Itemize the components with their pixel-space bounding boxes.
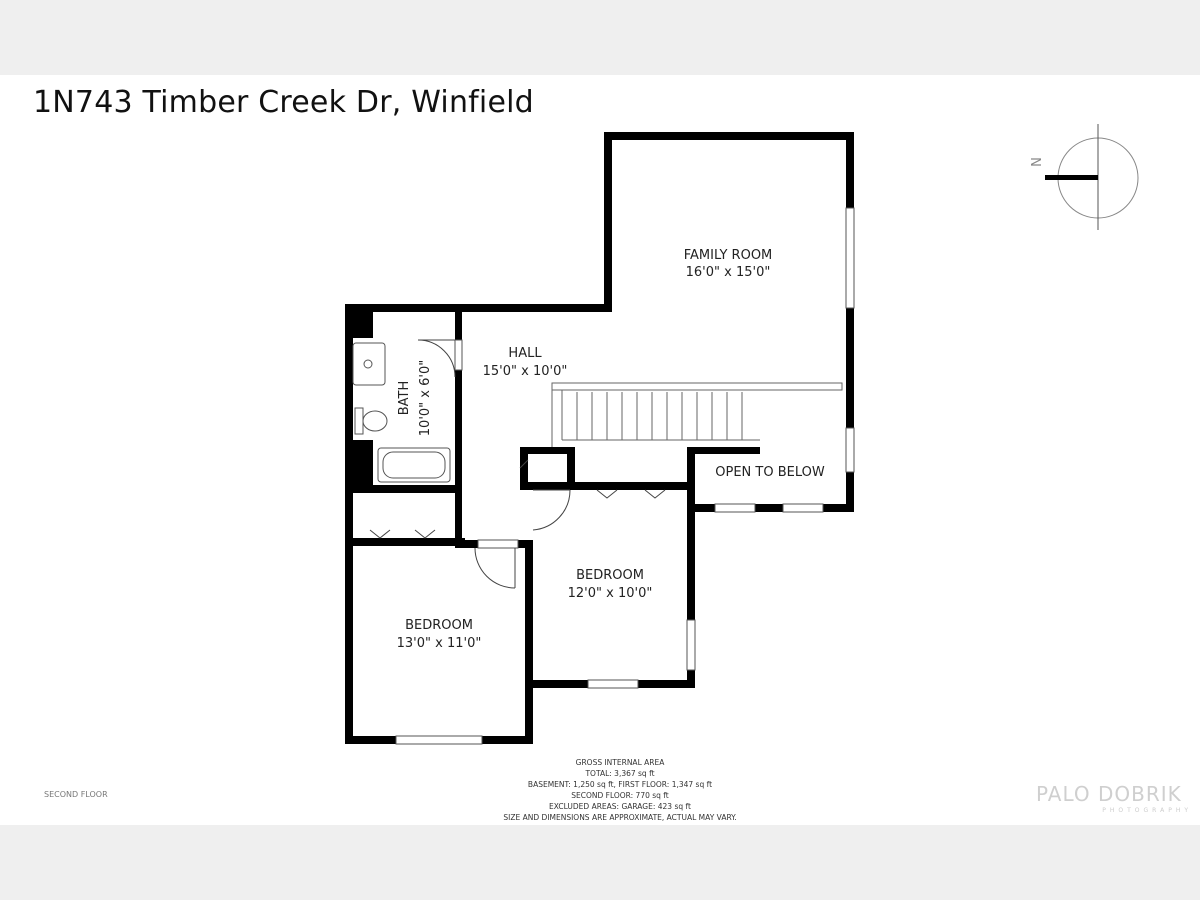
area-total: TOTAL: 3,367 sq ft <box>585 769 655 778</box>
room-size: 13'0" x 11'0" <box>397 636 482 651</box>
floorplan-sheet <box>0 75 1200 825</box>
room-name: BEDROOM <box>405 618 473 633</box>
walls <box>345 132 854 744</box>
bath-fixtures <box>352 342 451 483</box>
room-name: OPEN TO BELOW <box>715 465 825 480</box>
photographer-logo: PALO DOBRIK PHOTOGRAPHY <box>1036 782 1192 815</box>
room-name: BATH <box>397 381 412 416</box>
room-size: 15'0" x 10'0" <box>483 364 568 379</box>
floor-label: SECOND FLOOR <box>44 790 108 799</box>
toilet-icon <box>354 407 364 435</box>
room-size: 16'0" x 15'0" <box>686 265 771 280</box>
windows <box>395 207 855 745</box>
stairs <box>551 382 843 447</box>
logo-sub: PHOTOGRAPHY <box>1102 807 1192 814</box>
address-title: 1N743 Timber Creek Dr, Winfield <box>33 85 534 120</box>
area-basement-first: BASEMENT: 1,250 sq ft, FIRST FLOOR: 1,34… <box>527 780 713 789</box>
room-name: BEDROOM <box>576 568 644 583</box>
logo-main: PALO DOBRIK <box>1036 782 1182 806</box>
area-disclaimer: SIZE AND DIMENSIONS ARE APPROXIMATE, ACT… <box>503 813 737 822</box>
room-labels: FAMILY ROOM 16'0" x 15'0" HALL 15'0" x 1… <box>397 248 825 651</box>
north-label: N <box>1030 157 1045 167</box>
doors <box>369 339 666 589</box>
area-summary: GROSS INTERNAL AREA TOTAL: 3,367 sq ft B… <box>440 757 800 823</box>
room-name: HALL <box>508 346 542 361</box>
room-size: 12'0" x 10'0" <box>568 586 653 601</box>
bathtub-icon <box>377 447 451 483</box>
area-excluded: EXCLUDED AREAS: GARAGE: 423 sq ft <box>549 802 691 811</box>
area-second: SECOND FLOOR: 770 sq ft <box>571 791 669 800</box>
sink-icon <box>352 342 386 386</box>
room-size: 10'0" x 6'0" <box>418 360 433 436</box>
room-name: FAMILY ROOM <box>684 248 773 263</box>
area-heading: GROSS INTERNAL AREA <box>575 758 665 767</box>
compass-icon: N <box>1030 124 1139 230</box>
